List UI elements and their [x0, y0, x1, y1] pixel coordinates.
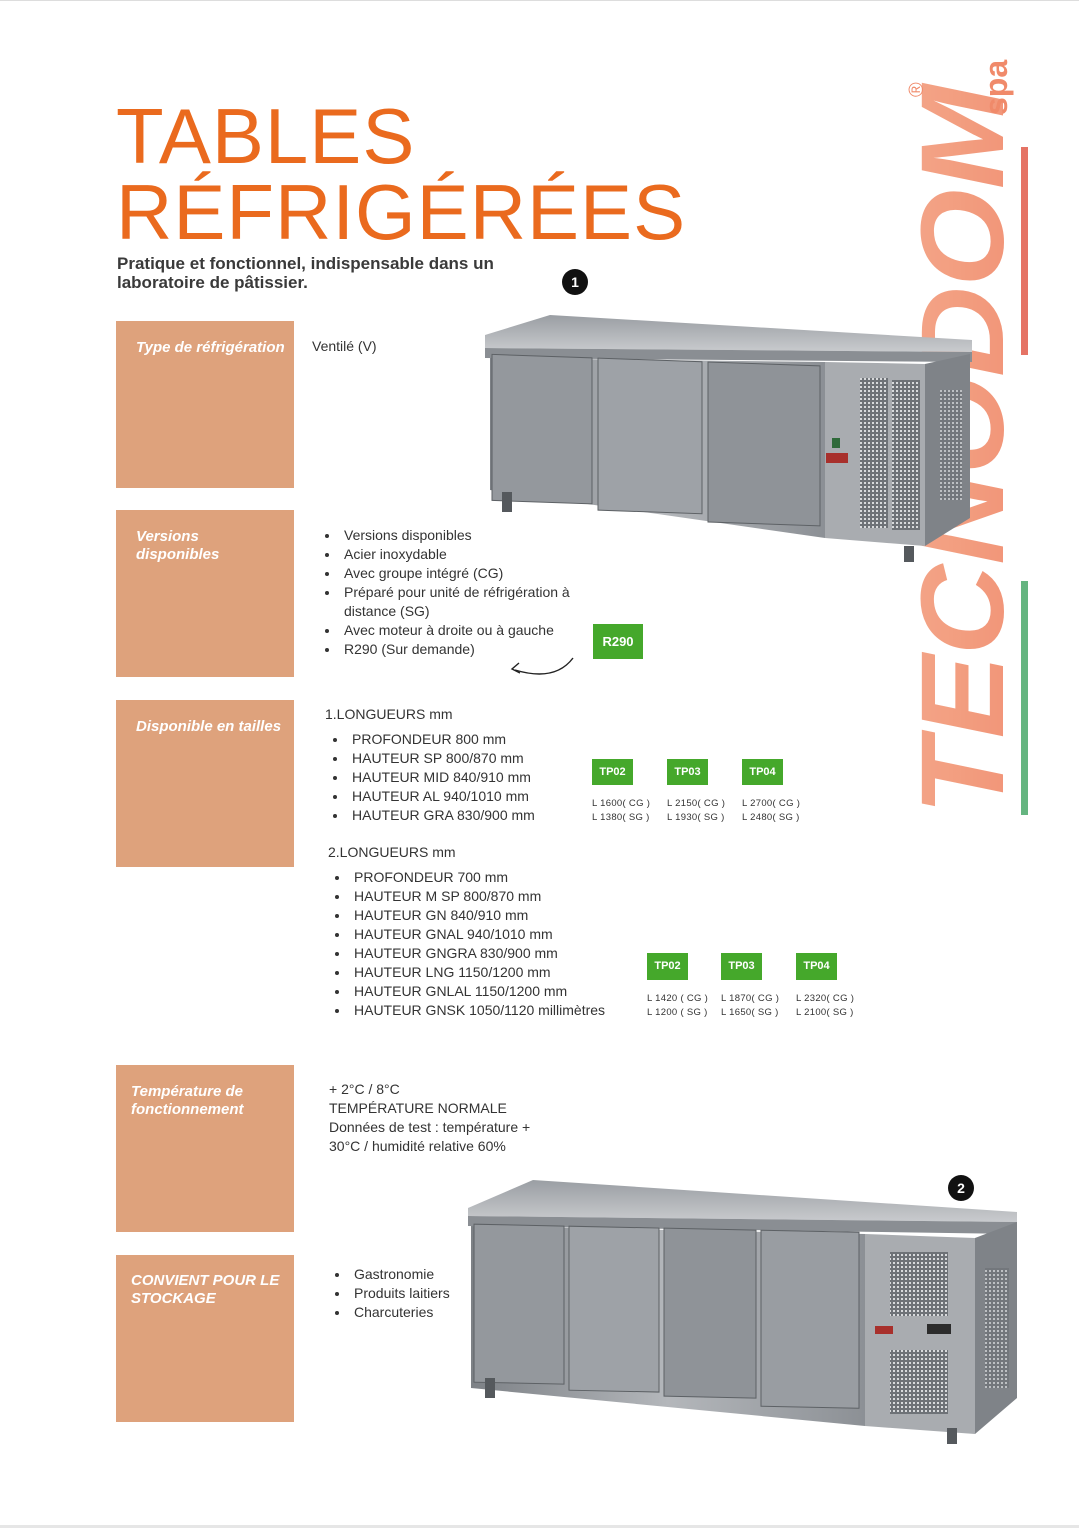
dim-sg: L 1380( SG ) — [592, 812, 650, 823]
curved-arrow-icon — [510, 657, 574, 675]
logo-registered: ® — [906, 82, 928, 97]
logo-stripe-red — [1021, 147, 1028, 355]
product-image-4-doors — [468, 1180, 1017, 1444]
temperature-test-2: 30°C / humidité relative 60% — [329, 1138, 506, 1154]
model-tag-tp04: TP04 — [796, 953, 837, 980]
r290-badge: R290 — [593, 624, 643, 659]
list-item: HAUTEUR GRA 830/900 mm — [348, 806, 603, 825]
temperature-range: + 2°C / 8°C — [329, 1081, 400, 1097]
list-item: HAUTEUR M SP 800/870 mm — [350, 887, 655, 906]
dim-sg: L 1650( SG ) — [721, 1007, 779, 1018]
model-tag-tp03: TP03 — [667, 759, 708, 785]
storage-label: CONVIENT POUR LE STOCKAGE — [131, 1272, 280, 1307]
dim-cg: L 2700( CG ) — [742, 798, 801, 809]
group1-list: PROFONDEUR 800 mm HAUTEUR SP 800/870 mm … — [328, 730, 603, 825]
list-item: HAUTEUR LNG 1150/1200 mm — [350, 963, 655, 982]
model-tag-tp02: TP02 — [647, 953, 688, 980]
list-item: Acier inoxydable — [340, 545, 615, 564]
list-item: HAUTEUR GNSK 1050/1120 millimètres — [350, 1001, 655, 1020]
label-box-sizes: Disponible en tailles — [116, 700, 294, 867]
refrigeration-value: Ventilé (V) — [312, 338, 377, 354]
dim-cg: L 2150( CG ) — [667, 798, 726, 809]
label-box-temperature: Température de fonctionnement — [116, 1065, 294, 1232]
dim-sg: L 1200 ( SG ) — [647, 1007, 708, 1018]
temperature-details: + 2°C / 8°C TEMPÉRATURE NORMALE Données … — [329, 1080, 569, 1156]
model-dimensions: L 1600( CG ) L 1380( SG ) — [592, 797, 650, 825]
title-line-1: TABLES — [116, 92, 416, 180]
model-dimensions: L 2320( CG ) L 2100( SG ) — [796, 992, 854, 1020]
versions-label: Versions disponibles — [136, 528, 220, 563]
refrigeration-label: Type de réfrigération — [136, 339, 285, 356]
dim-sg: L 2100( SG ) — [796, 1007, 854, 1018]
label-box-versions: Versions disponibles — [116, 510, 294, 677]
product-image-3-doors — [485, 315, 972, 562]
dim-cg: L 2320( CG ) — [796, 993, 855, 1004]
dim-sg: L 1930( SG ) — [667, 812, 725, 823]
logo-stripe-green — [1021, 581, 1028, 815]
list-item: Charcuteries — [350, 1303, 500, 1322]
list-item: HAUTEUR GNLAL 1150/1200 mm — [350, 982, 655, 1001]
page-subtitle: Pratique et fonctionnel, indispensable d… — [117, 254, 494, 292]
list-item: HAUTEUR GN 840/910 mm — [350, 906, 655, 925]
group2-list: PROFONDEUR 700 mm HAUTEUR M SP 800/870 m… — [330, 868, 655, 1020]
model-tag-tp04: TP04 — [742, 759, 783, 785]
marker-2: 2 — [948, 1175, 974, 1201]
model-tag-tp02: TP02 — [592, 759, 633, 785]
storage-list: Gastronomie Produits laitiers Charcuteri… — [330, 1265, 500, 1322]
model-tag-tp03: TP03 — [721, 953, 762, 980]
list-item: HAUTEUR GNAL 940/1010 mm — [350, 925, 655, 944]
list-item: HAUTEUR GNGRA 830/900 mm — [350, 944, 655, 963]
logo-suffix: spa — [978, 60, 1014, 115]
list-item: PROFONDEUR 700 mm — [350, 868, 655, 887]
bottom-border — [0, 1525, 1079, 1528]
temperature-test-1: Données de test : température + — [329, 1119, 531, 1135]
group1-heading: 1.LONGUEURS mm — [325, 706, 453, 722]
list-item: HAUTEUR MID 840/910 mm — [348, 768, 603, 787]
sizes-label: Disponible en tailles — [136, 718, 282, 735]
label-box-refrigeration: Type de réfrigération — [116, 321, 294, 488]
list-item: Préparé pour unité de réfrigération à di… — [340, 583, 615, 621]
dim-cg: L 1420 ( CG ) — [647, 993, 709, 1004]
list-item: Produits laitiers — [350, 1284, 500, 1303]
label-box-storage: CONVIENT POUR LE STOCKAGE — [116, 1255, 294, 1422]
list-item: PROFONDEUR 800 mm — [348, 730, 603, 749]
model-dimensions: L 1870( CG ) L 1650( SG ) — [721, 992, 779, 1020]
title-line-2: RÉFRIGÉRÉES — [116, 168, 687, 256]
dim-cg: L 1870( CG ) — [721, 993, 780, 1004]
versions-list: Versions disponibles Acier inoxydable Av… — [320, 526, 615, 659]
temperature-normal: TEMPÉRATURE NORMALE — [329, 1100, 507, 1116]
dim-sg: L 2480( SG ) — [742, 812, 800, 823]
page-title: TABLES RÉFRIGÉRÉES — [116, 92, 687, 256]
group2-heading: 2.LONGUEURS mm — [328, 844, 456, 860]
model-dimensions: L 2700( CG ) L 2480( SG ) — [742, 797, 800, 825]
list-item: R290 (Sur demande) — [340, 640, 615, 659]
list-item: HAUTEUR AL 940/1010 mm — [348, 787, 603, 806]
top-border — [0, 0, 1079, 1]
list-item: Versions disponibles — [340, 526, 615, 545]
dim-cg: L 1600( CG ) — [592, 798, 651, 809]
model-dimensions: L 2150( CG ) L 1930( SG ) — [667, 797, 725, 825]
list-item: Avec groupe intégré (CG) — [340, 564, 615, 583]
list-item: Avec moteur à droite ou à gauche — [340, 621, 615, 640]
temperature-label: Température de fonctionnement — [131, 1083, 244, 1118]
list-item: HAUTEUR SP 800/870 mm — [348, 749, 603, 768]
marker-1: 1 — [562, 269, 588, 295]
model-dimensions: L 1420 ( CG ) L 1200 ( SG ) — [647, 992, 708, 1020]
list-item: Gastronomie — [350, 1265, 500, 1284]
